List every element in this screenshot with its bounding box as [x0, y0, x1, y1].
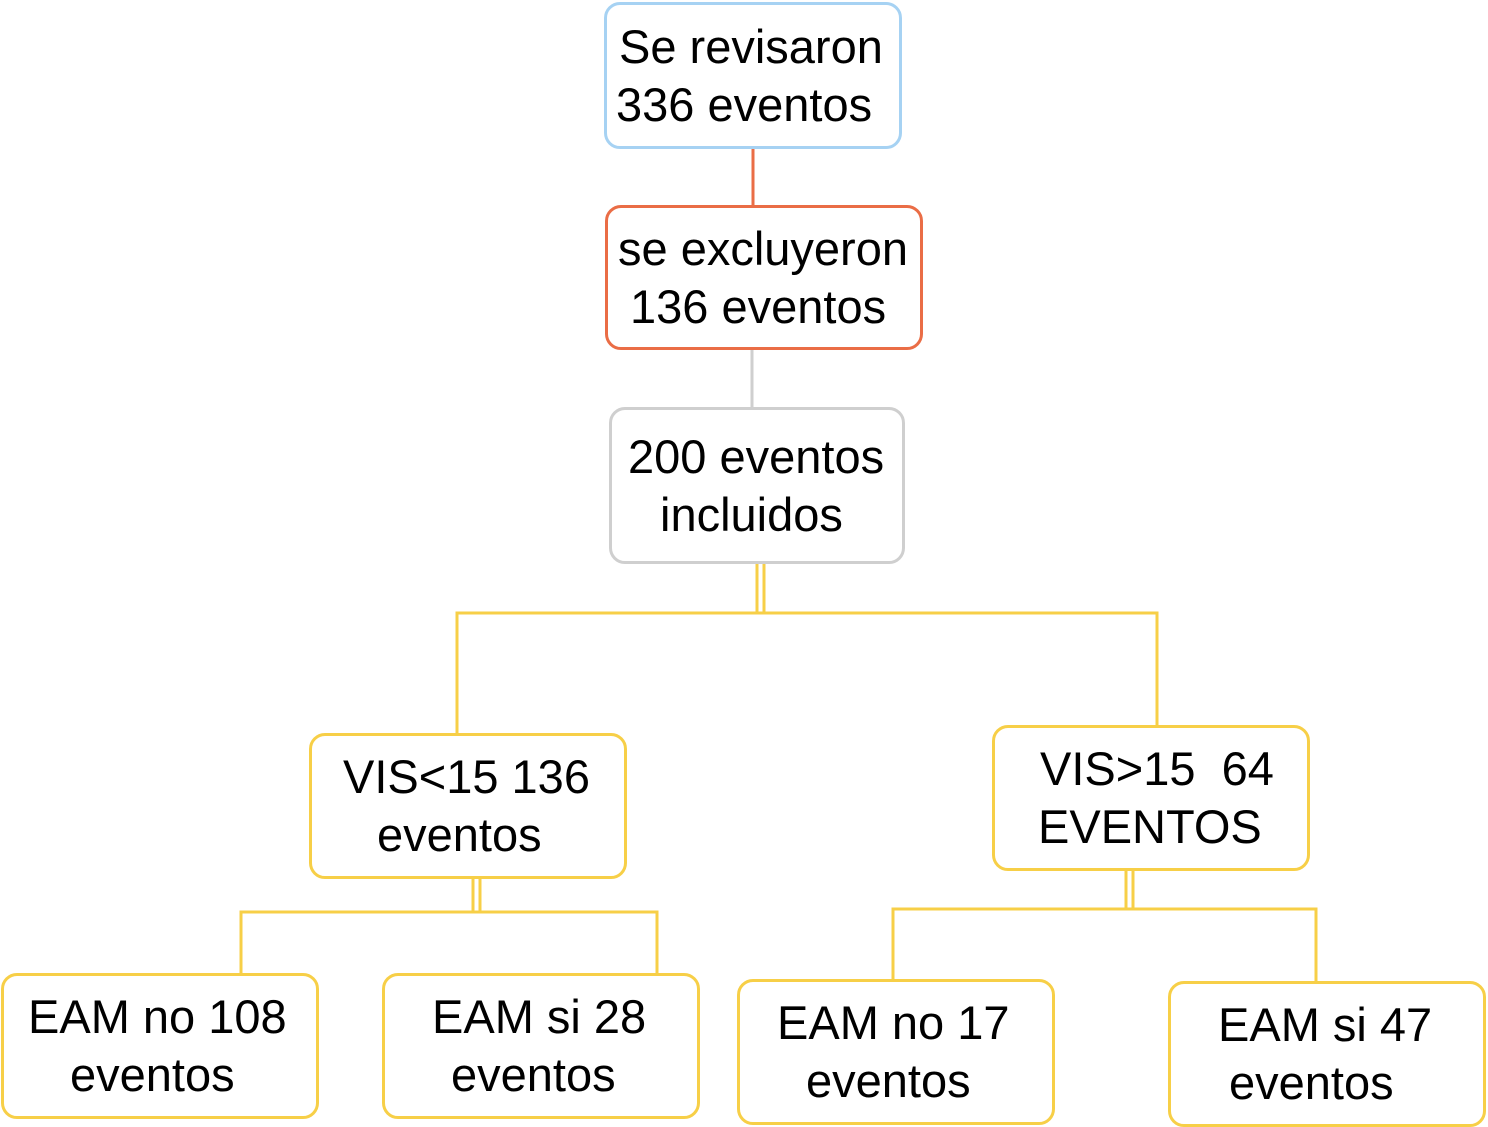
node-vis-low-eam-si: EAM si 28 eventos	[382, 973, 700, 1119]
node-vis-above-15: VIS>15 64 EVENTOS	[992, 725, 1310, 871]
node-vis-low-eam-no-line1: EAM no 108	[28, 990, 287, 1043]
connector-vis-low-eam-split	[239, 879, 659, 973]
node-reviewed-line1: Se revisaron	[619, 19, 883, 73]
node-vis-high-eam-si-line2: eventos	[1229, 1056, 1394, 1109]
node-vis-low-line2: eventos	[377, 808, 542, 861]
node-vis-low-eam-si-line2: eventos	[451, 1048, 616, 1101]
node-included-events: 200 eventos incluidos	[609, 407, 905, 564]
node-vis-high-eam-si: EAM si 47 eventos	[1168, 981, 1486, 1127]
node-excluded-line2: 136 eventos	[630, 279, 887, 333]
node-vis-below-15: VIS<15 136 eventos	[309, 733, 627, 879]
node-vis-high-eam-no: EAM no 17 eventos	[737, 979, 1055, 1125]
node-reviewed-line2: 336 eventos	[616, 77, 873, 131]
node-excluded-events: se excluyeron 136 eventos	[605, 205, 923, 350]
node-excluded-line1: se excluyeron	[618, 221, 908, 275]
node-included-line2: incluidos	[660, 487, 843, 541]
node-vis-low-eam-no-line2: eventos	[70, 1048, 235, 1101]
node-vis-high-eam-no-line2: eventos	[806, 1054, 971, 1107]
node-vis-high-line2: EVENTOS	[1038, 800, 1262, 853]
node-vis-high-eam-si-line1: EAM si 47	[1218, 998, 1433, 1051]
node-reviewed-events: Se revisaron 336 eventos	[604, 2, 902, 149]
node-vis-high-eam-no-line1: EAM no 17	[777, 996, 1010, 1049]
node-vis-low-eam-si-line1: EAM si 28	[432, 990, 647, 1043]
node-vis-low-eam-no: EAM no 108 eventos	[1, 973, 319, 1119]
node-included-line1: 200 eventos	[628, 429, 885, 483]
connector-vis-high-eam-split	[891, 871, 1318, 981]
node-vis-high-line1: VIS>15 64	[1040, 742, 1274, 795]
node-vis-low-line1: VIS<15 136	[343, 750, 590, 803]
connector-included-vis-split	[455, 564, 1159, 733]
